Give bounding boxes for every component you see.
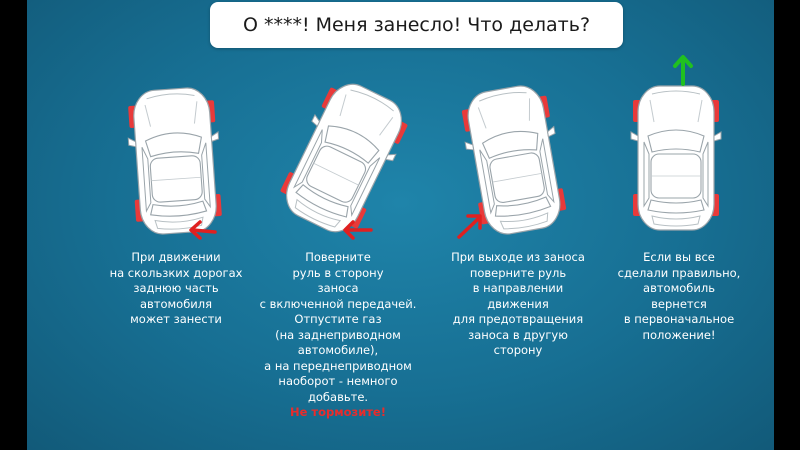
red-left-arrow-icon [189, 220, 217, 240]
red-diagonal-arrow-icon [457, 214, 482, 239]
caption-panel-1: При движении на скользких дорогах заднюю… [109, 250, 243, 326]
car-2-icon [271, 72, 417, 244]
green-up-arrow-icon [673, 55, 693, 86]
warning-text: Не тормозите! [290, 405, 386, 419]
caption-panel-3: При выходе из заноса поверните руль в на… [451, 250, 585, 357]
red-left-arrow-icon [343, 220, 373, 240]
car-4-icon [630, 85, 722, 231]
caption-panel-4: Если вы все сделали правильно, автомобил… [617, 250, 741, 342]
diagram-title: О ****! Меня занесло! Что делать? [242, 14, 591, 36]
car-1-icon [124, 85, 226, 237]
caption-panel-2: Поверните руль в сторону заноса с включе… [248, 250, 428, 421]
title-banner: О ****! Меня занесло! Что делать? [210, 2, 623, 48]
diagram-canvas: О ****! Меня занесло! Что делать? [27, 0, 774, 450]
